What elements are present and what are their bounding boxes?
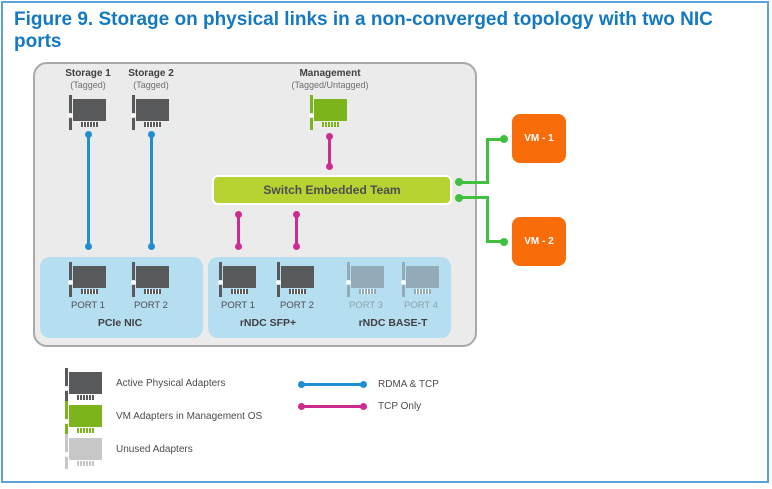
- management-adapter-icon: [309, 95, 349, 132]
- vm2-connector-segment: [486, 196, 489, 243]
- rndc-sfp-port2-adapter-icon: [276, 262, 316, 299]
- vm2-connector-segment: [459, 196, 489, 199]
- switch-port2-tcp-line: [293, 211, 300, 250]
- rndc-sfp-port2-label: PORT 2: [280, 300, 314, 311]
- rndc-sfp-group-label: rNDC SFP+: [239, 317, 297, 329]
- storage1-adapter-icon: [68, 95, 108, 132]
- legend-rdma-tcp-label: RDMA & TCP: [378, 379, 439, 390]
- switch-embedded-team-label: Switch Embedded Team: [263, 183, 401, 197]
- legend-tcp-only-label: TCP Only: [378, 401, 422, 412]
- rndc-baset-port4-adapter-icon: [401, 262, 441, 299]
- vm2-box: VM - 2: [512, 217, 566, 266]
- rndc-baset-group-label: rNDC BASE-T: [358, 317, 428, 329]
- management-sub-label: (Tagged/Untagged): [291, 80, 369, 90]
- management-tcp-line: [326, 133, 333, 170]
- vm1-box: VM - 1: [512, 114, 566, 163]
- legend-active-adapter-icon: [64, 368, 104, 405]
- rndc-baset-port3-label: PORT 3: [349, 300, 383, 311]
- legend-active-adapter-label: Active Physical Adapters: [116, 378, 226, 389]
- storage1-sub-label: (Tagged): [70, 80, 106, 90]
- vm1-connector-dot: [455, 178, 463, 186]
- rndc-sfp-port1-label: PORT 1: [221, 300, 255, 311]
- pcie-port2-label: PORT 2: [134, 300, 168, 311]
- legend-vm-adapter-icon: [64, 401, 104, 438]
- legend-unused-adapter-label: Unused Adapters: [116, 444, 193, 455]
- storage2-sub-label: (Tagged): [133, 80, 169, 90]
- pcie-port2-adapter-icon: [131, 262, 171, 299]
- pcie-port1-adapter-icon: [68, 262, 108, 299]
- vm2-connector-dot: [455, 194, 463, 202]
- rndc-sfp-port1-adapter-icon: [218, 262, 258, 299]
- management-label: Management: [299, 68, 361, 79]
- rndc-baset-port4-label: PORT 4: [404, 300, 438, 311]
- switch-embedded-team-box: Switch Embedded Team: [212, 175, 452, 205]
- legend-rdma-tcp-line: [298, 381, 367, 388]
- legend-unused-adapter-icon: [64, 434, 104, 471]
- pcie-nic-box: [40, 257, 203, 338]
- storage1-label: Storage 1: [65, 68, 111, 79]
- vm1-connector-segment: [459, 181, 489, 184]
- vm1-label: VM - 1: [524, 133, 554, 144]
- vm1-connector-segment: [486, 138, 489, 184]
- pcie-nic-group-label: PCIe NIC: [97, 317, 143, 329]
- storage2-rdma-line: [148, 131, 155, 250]
- pcie-port1-label: PORT 1: [71, 300, 105, 311]
- legend-tcp-only-line: [298, 403, 367, 410]
- figure-title: Figure 9. Storage on physical links in a…: [14, 9, 713, 52]
- storage2-adapter-icon: [131, 95, 171, 132]
- vm2-label: VM - 2: [524, 236, 554, 247]
- vm2-connector-dot: [500, 238, 508, 246]
- rndc-baset-port3-adapter-icon: [346, 262, 386, 299]
- switch-port1-tcp-line: [235, 211, 242, 250]
- legend-vm-adapter-label: VM Adapters in Management OS: [116, 411, 263, 422]
- vm1-connector-segment: [487, 138, 504, 141]
- storage1-rdma-line: [85, 131, 92, 250]
- storage2-label: Storage 2: [128, 68, 174, 79]
- vm2-connector-segment: [487, 240, 504, 243]
- vm1-connector-dot: [500, 135, 508, 143]
